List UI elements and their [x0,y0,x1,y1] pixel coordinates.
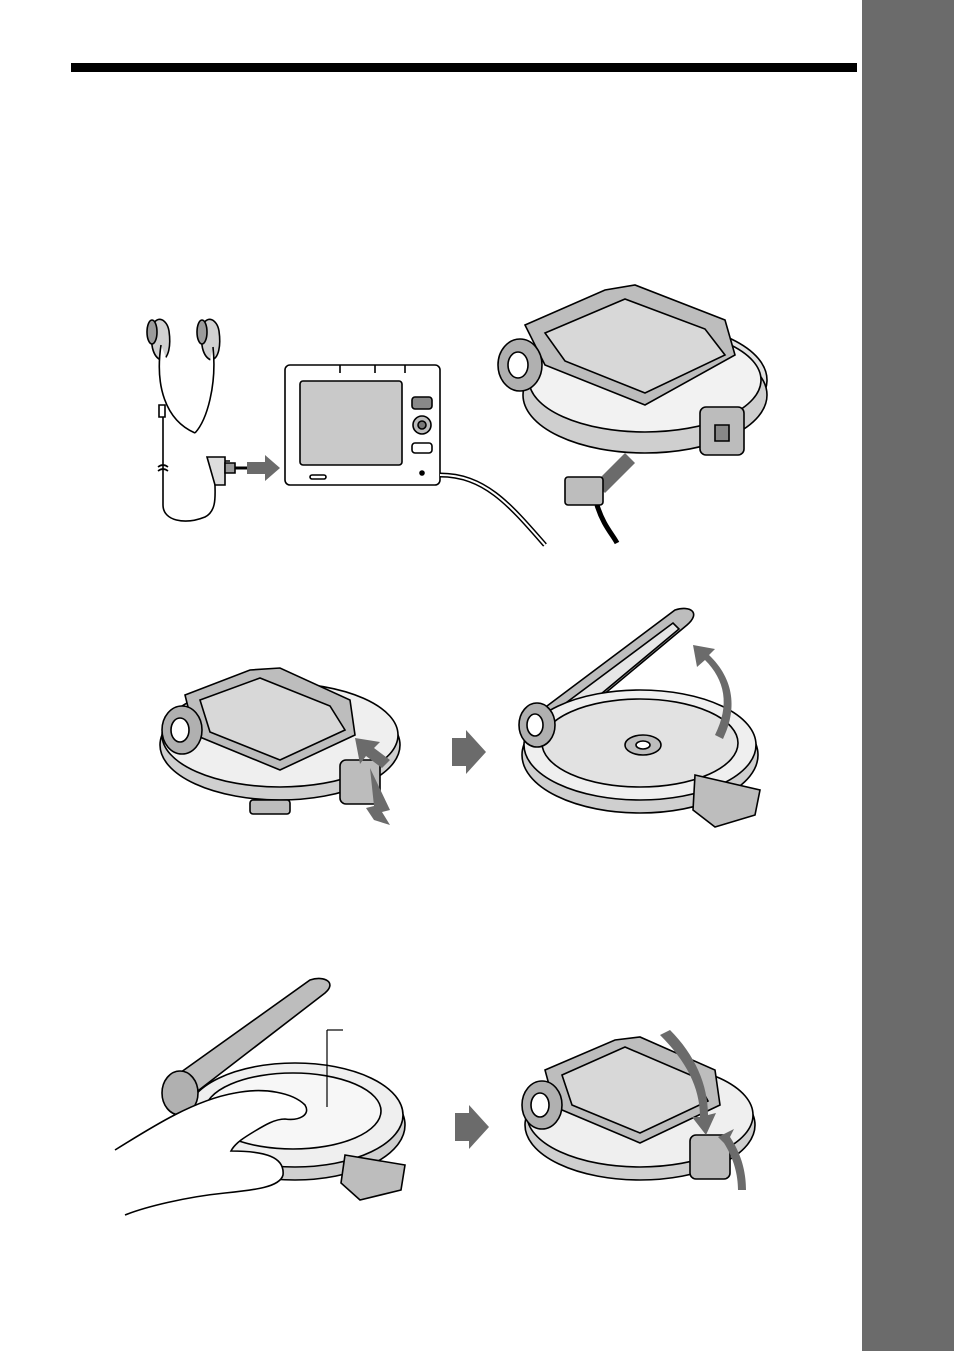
lid-open-illustration [515,605,765,840]
connection-illustration [125,285,795,545]
next-step-arrow-2 [455,1105,489,1149]
next-step-arrow-icon [455,1105,489,1149]
lid-release-illustration [160,660,420,830]
close-lid-illustration [520,1025,760,1200]
cd-player-closed-icon [498,285,767,543]
header-rule [71,63,857,72]
remote-control-icon [285,365,545,545]
next-step-arrow-icon [452,730,486,774]
next-step-arrow-1 [452,730,486,774]
insert-cd-illustration [115,975,415,1220]
headphones-icon [147,319,247,521]
section-side-tab [862,0,954,1351]
connect-arrow-icon [247,455,280,481]
